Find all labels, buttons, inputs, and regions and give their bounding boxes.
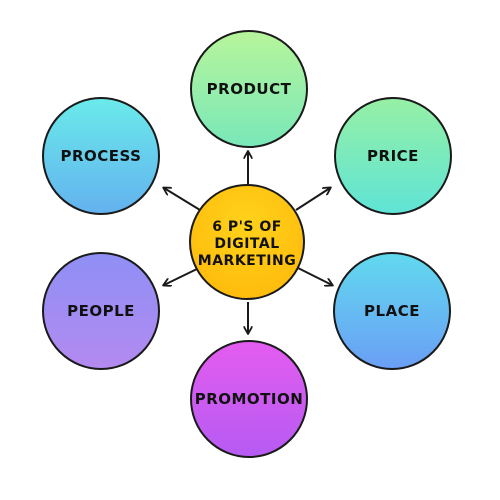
center-node: 6 P'S OF DIGITAL MARKETING bbox=[189, 184, 305, 300]
node-promotion-label: PROMOTION bbox=[194, 390, 304, 408]
node-product-label: PRODUCT bbox=[206, 80, 292, 98]
node-promotion: PROMOTION bbox=[190, 340, 308, 458]
arrow-to-people bbox=[164, 267, 200, 285]
node-people-label: PEOPLE bbox=[67, 302, 135, 320]
node-process-label: PROCESS bbox=[60, 147, 142, 165]
node-place: PLACE bbox=[333, 252, 451, 370]
node-people: PEOPLE bbox=[42, 252, 160, 370]
arrow-to-price bbox=[295, 188, 330, 211]
center-node-label: 6 P'S OF DIGITAL MARKETING bbox=[197, 218, 297, 269]
node-price-label: PRICE bbox=[367, 147, 419, 165]
node-product: PRODUCT bbox=[190, 30, 308, 148]
node-process: PROCESS bbox=[42, 97, 160, 215]
arrow-to-place bbox=[297, 267, 332, 285]
node-place-label: PLACE bbox=[364, 302, 420, 320]
node-price: PRICE bbox=[334, 97, 452, 215]
arrow-to-process bbox=[164, 188, 201, 211]
